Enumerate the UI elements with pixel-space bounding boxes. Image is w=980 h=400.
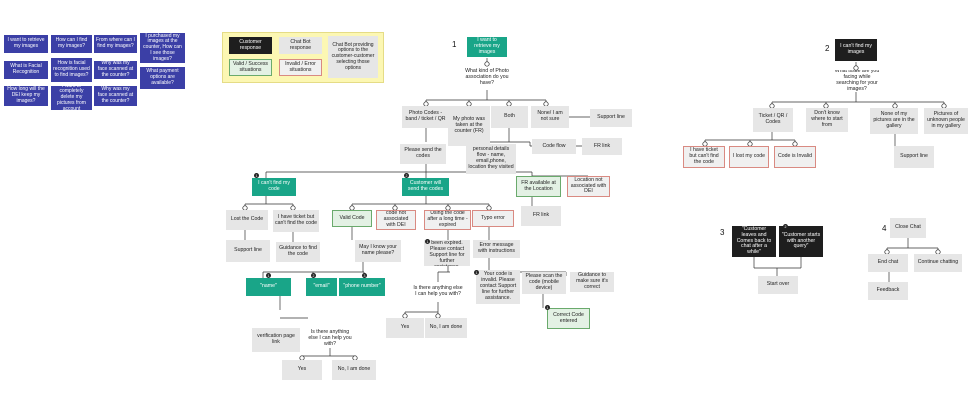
flow1-option-both[interactable]: Both — [491, 106, 528, 128]
flow1-customer-send-codes: Customer will send the codes — [402, 178, 449, 196]
faq-button[interactable]: I want to retrieve my images — [4, 35, 48, 53]
faq-button[interactable]: I want to completely delete my pictures … — [51, 86, 92, 110]
flow1-personal-details: personal details flow - name, email,phon… — [466, 144, 516, 174]
faq-button[interactable]: What payment options are available? — [140, 67, 185, 89]
flow1-question: What kind of Photo association do you ha… — [465, 68, 509, 86]
faq-button[interactable]: Why was my face scanned at the counter? — [94, 86, 137, 106]
step-badge-icon: 1 — [425, 239, 430, 244]
flow1-fr-link: FR link — [521, 206, 561, 226]
flow1-error-message: Error message with instructions — [473, 240, 520, 258]
flow1-guidance: Guidance to find the code — [276, 242, 320, 262]
flow1-expired-message: This code has been expired. Please conta… — [424, 240, 470, 266]
section-number: 2 — [825, 44, 830, 53]
flow2-code-invalid: Code is Invalid — [774, 146, 816, 168]
flow4-end-chat[interactable]: End chat — [868, 254, 908, 272]
flow1-expired: Using the code after a long time - expir… — [424, 210, 471, 230]
faq-button[interactable]: How is facial recognition used to find i… — [51, 58, 92, 82]
faq-button[interactable]: What is Facial Recognition — [4, 61, 48, 79]
faq-button[interactable]: Why was my face scanned at the counter? — [94, 61, 137, 79]
flow1-fr-link-top: FR link — [582, 138, 622, 155]
section-number: 4 — [882, 224, 887, 233]
flow1-no-done-2[interactable]: No, I am done — [332, 360, 376, 380]
flow1-fr-available: FR available at the Location — [516, 176, 561, 197]
flow2-option-dont-know[interactable]: Don't know where to start from — [806, 108, 848, 132]
step-badge-icon: 1 — [545, 305, 550, 310]
legend-valid: Valid / Success situations — [229, 59, 272, 76]
step-badge-icon: 1 — [254, 173, 259, 178]
step-badge-icon: 1 — [474, 270, 479, 275]
flow1-send-codes: Please send the codes — [400, 144, 446, 164]
flow1-email-input[interactable]: "email" — [306, 278, 337, 296]
flow3-another-query: "Customer starts with another query" — [779, 226, 823, 257]
flow1-invalid-message: Your code is invalid. Please contact Sup… — [476, 270, 520, 304]
flow1-option-fr[interactable]: My photo was taken at the counter (FR) — [448, 106, 490, 146]
flow1-option-none[interactable]: None/ I am not sure — [531, 106, 569, 128]
flow1-phone-input[interactable]: "phone number" — [339, 278, 385, 296]
flow1-yes-1[interactable]: Yes — [386, 318, 424, 338]
legend-chatbot-response: Chat Bot response — [279, 37, 322, 54]
section-number: 1 — [452, 40, 457, 49]
flow1-anything-else-2: Is there anything else I can help you wi… — [308, 329, 352, 347]
section-number: 3 — [720, 228, 725, 237]
legend-invalid: Invalid / Error situations — [279, 59, 322, 76]
flow4-close-chat: Close Chat — [890, 218, 926, 238]
step-badge-icon: 1 — [266, 273, 271, 278]
flow3-start-over: Start over — [758, 276, 798, 294]
faq-button[interactable]: From where can I find my images? — [94, 35, 137, 53]
flow1-valid-code: Valid Code — [332, 210, 372, 227]
faq-button[interactable]: I purchased my images at the counter, Ho… — [140, 33, 185, 63]
flow2-lost-code: I lost my code — [729, 146, 769, 168]
flow2-option-none[interactable]: None of my pictures are in the gallery — [870, 108, 918, 134]
flow1-yes-2[interactable]: Yes — [282, 360, 322, 380]
flow1-location-not-associated: Location not associated with DEI — [567, 176, 610, 197]
flow1-no-done-1[interactable]: No, I am done — [425, 318, 467, 338]
flow1-may-i-know: May I know your name please? — [355, 240, 401, 262]
faq-button[interactable]: How can I find my images? — [51, 35, 92, 53]
flow1-lost-code[interactable]: Lost the Code — [226, 210, 268, 230]
flow1-anything-else-1: Is there anything else I can help you wi… — [413, 285, 463, 297]
step-badge-icon: 2 — [783, 224, 788, 229]
flow4-continue-chatting[interactable]: Continue chatting — [914, 254, 962, 272]
flow1-scan-code: Please scan the code (mobile device) — [522, 272, 566, 294]
flow1-have-ticket[interactable]: I have ticket but can't find the code — [273, 210, 319, 232]
step-badge-icon: 2 — [404, 173, 409, 178]
flow2-support-line: Support line — [894, 146, 934, 168]
flow4-feedback: Feedback — [868, 282, 908, 300]
faq-button[interactable]: How long will the DEI keep my images? — [4, 86, 48, 106]
flow1-guidance-sure: Guidance to make sure it's correct — [570, 272, 614, 292]
flow1-option-codes[interactable]: Photo Codes - band / ticket / QR — [402, 106, 449, 128]
flow2-option-ticket[interactable]: Ticket / QR / Codes — [753, 108, 793, 132]
flow2-have-ticket: I have ticket but can't find the code — [683, 146, 725, 168]
flow1-support-line: Support line — [590, 109, 632, 127]
flow2-start: I can't find my images — [835, 39, 877, 61]
flow1-verification-link: verification page link — [252, 328, 300, 352]
step-badge-icon: 2 — [311, 273, 316, 278]
flow1-start: I want to retrieve my images — [467, 37, 507, 57]
flow3-customer-leaves: "Customer leaves and Comes back to chat … — [732, 226, 776, 257]
legend-customer-response: Customer response — [229, 37, 272, 54]
flow1-code-flow: Code flow — [532, 139, 576, 154]
flow1-support-line-2: Support line — [226, 240, 270, 262]
flow1-correct-code: Correct Code entered — [547, 308, 590, 329]
flow1-cant-find-code: I can't find my code — [252, 178, 296, 196]
flow1-typo: Typo error — [472, 210, 514, 227]
step-badge-icon: 3 — [362, 273, 367, 278]
flow1-name-input[interactable]: "name" — [246, 278, 291, 296]
flow2-question: What issue are you facing while searchin… — [834, 70, 880, 92]
flow2-option-unknown[interactable]: Pictures of unknown people in my gallery — [924, 108, 968, 134]
legend-options: Chat Bot providing options to the custom… — [328, 36, 378, 78]
flow1-not-associated: code not associated with DEI — [376, 210, 416, 230]
